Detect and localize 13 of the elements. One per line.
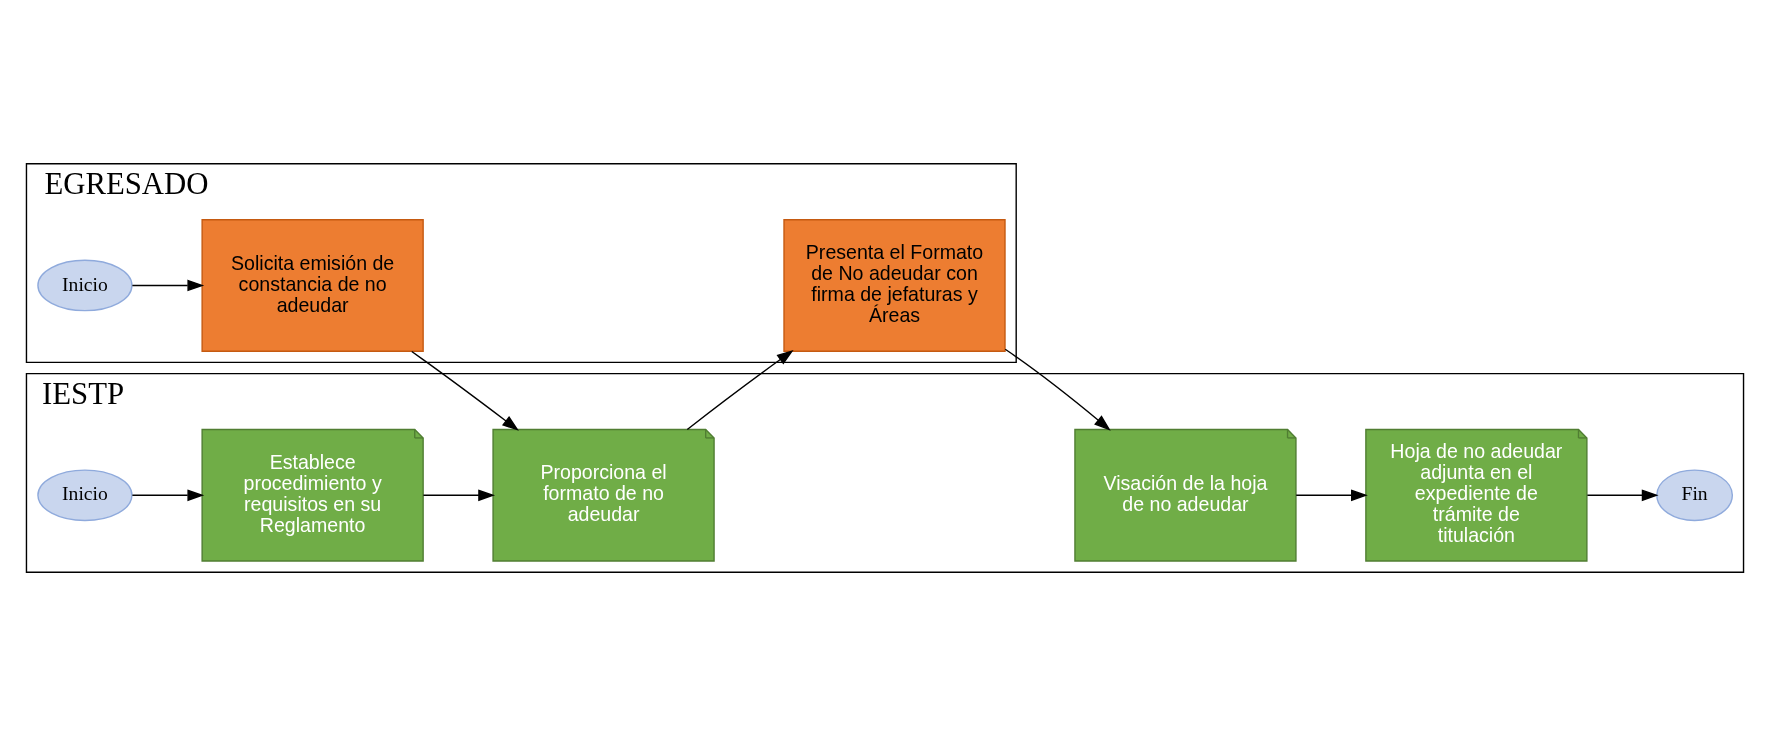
arrow xyxy=(422,489,495,502)
arrow xyxy=(686,350,794,431)
arrow xyxy=(1586,489,1659,502)
node-ellipse: Fin xyxy=(1655,469,1733,522)
arrow xyxy=(131,279,204,292)
node-box: Solicita emisión de constancia de no adeudar xyxy=(200,219,424,352)
arrow xyxy=(1295,489,1368,502)
node-box: Presenta el Formato de No adeudar con firma de jefaturas y Áreas xyxy=(782,219,1006,352)
arrow xyxy=(410,350,519,431)
arrow xyxy=(131,489,204,502)
arrow xyxy=(1004,348,1111,431)
node-ellipse: Inicio xyxy=(36,469,133,522)
node-ellipse: Inicio xyxy=(36,259,133,312)
